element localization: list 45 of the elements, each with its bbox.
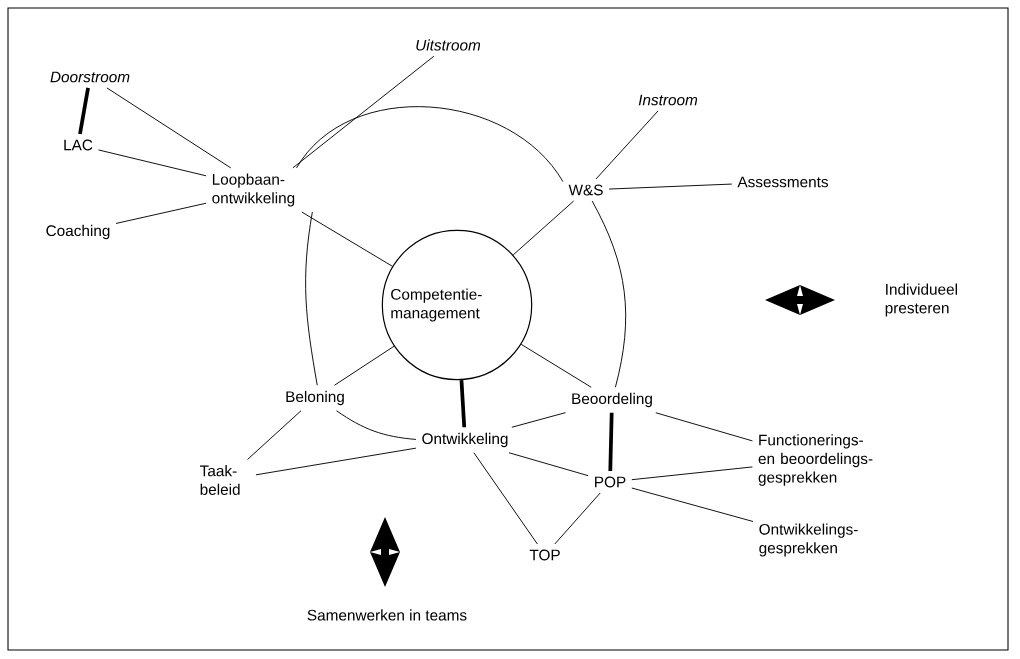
connector-line [631,466,753,481]
connector-line [115,202,207,224]
node-label: Instroom [638,94,698,106]
connector-line [512,200,575,256]
connector-line [554,492,601,545]
node-label: Beloning [286,390,344,406]
node-label: LAC [64,139,93,151]
connector-line [106,87,232,169]
connector-line [595,110,659,180]
connector-line [78,87,90,135]
node-label: Coaching [46,224,110,240]
circle-node: Competentie- management [381,229,533,381]
connector-line [336,410,417,440]
caption-text: Individueel presteren [885,283,957,317]
caption-text: Samenwerken in teams [307,609,467,621]
node-label: Doorstroom [50,71,130,83]
node-label: Beoordeling [572,392,652,408]
connector-line [292,55,435,169]
connector-line [631,487,754,522]
connector-line [511,412,566,428]
connector-line [301,211,393,267]
connector-line [459,380,467,428]
node-label: Uitstroom [416,39,481,51]
connector-line [296,106,564,183]
node-label: Taak- beleid [200,465,240,495]
connector-line [305,211,318,386]
connector-line [591,200,627,388]
connector-line [655,412,753,442]
node-label: W&S [568,184,603,196]
node-label: Loopbaan- ontwikkeling [212,173,295,207]
connector-line [334,345,395,386]
connector-line [608,412,614,472]
connector-line [247,410,302,460]
connector-line [520,343,592,388]
connector-line [608,183,733,190]
node-label: Ontwikkelings- gesprekken [759,523,858,557]
connector-line [508,452,589,477]
connector-line [98,149,207,177]
node-label: TOP [529,549,560,561]
node-label: Functionerings- en beoordelings- gesprekken [758,434,873,486]
connector-line [473,452,538,545]
connector-line [255,447,417,476]
node-label: POP [595,476,626,488]
node-label: Ontwikkeling [422,432,508,448]
node-label: Assessments [737,176,829,188]
